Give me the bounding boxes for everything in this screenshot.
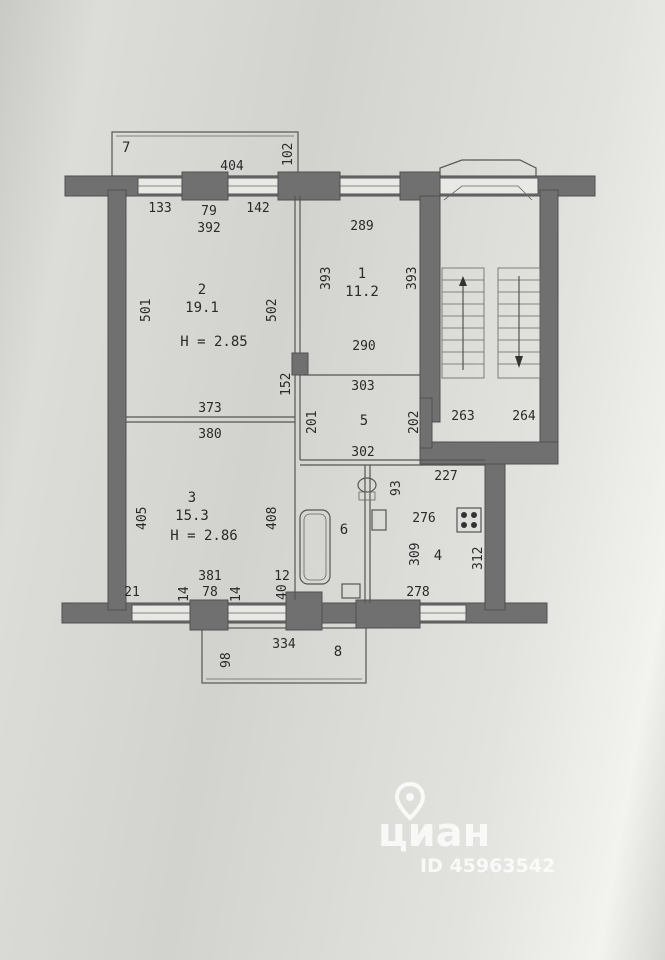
room-1-area: 11.2 [345, 284, 379, 300]
toilet-tank [358, 491, 376, 501]
bathtub [299, 509, 331, 585]
dim-290: 290 [352, 339, 375, 354]
dim-152: 152 [279, 373, 294, 396]
dim-309: 309 [408, 543, 423, 566]
balcony-bottom [201, 627, 367, 684]
room-3-height: H = 2.86 [170, 528, 237, 544]
dim-93: 93 [389, 480, 404, 496]
dim-373: 373 [198, 401, 221, 416]
dim-408: 408 [265, 507, 280, 530]
balcony-top [111, 131, 299, 177]
dim-40: 40 [275, 584, 290, 600]
toilet [357, 477, 377, 493]
dim-380: 380 [198, 427, 221, 442]
sink-bath [341, 583, 361, 599]
stove-burner-2 [471, 512, 477, 518]
stove-burner-3 [461, 522, 467, 528]
sink-kitchen [371, 509, 387, 531]
stairs-up [441, 267, 485, 379]
dim-278: 278 [406, 585, 429, 600]
dim-502: 502 [265, 299, 280, 322]
room-2-area: 19.1 [185, 300, 219, 316]
dim-404: 404 [220, 159, 244, 174]
stove-burner-1 [461, 512, 467, 518]
wall-stair-left [419, 195, 441, 423]
wall-right-kitchen [484, 459, 506, 611]
watermark: циан ID 45963542 [378, 781, 555, 877]
pillar-bottom-2 [285, 591, 323, 631]
pillar-top-1 [181, 171, 229, 201]
stair-bay [439, 159, 537, 176]
dim-381: 381 [198, 569, 221, 584]
dim-12: 12 [274, 569, 290, 584]
bathtub-inner [303, 513, 327, 581]
dim-392: 392 [197, 221, 220, 236]
room-7-number: 7 [122, 140, 130, 156]
pillar-bottom-1 [189, 599, 229, 631]
dim-98: 98 [219, 652, 234, 668]
dim-227: 227 [434, 469, 457, 484]
room-6-number: 6 [340, 522, 348, 538]
dim-78: 78 [202, 585, 218, 600]
wall-right-stair [539, 189, 559, 461]
dim-312: 312 [471, 547, 486, 570]
dim-276: 276 [412, 511, 435, 526]
pillar-bottom-3 [355, 599, 421, 629]
dim-202: 202 [407, 411, 422, 434]
room-3-area: 15.3 [175, 508, 209, 524]
pillar-mid [291, 352, 309, 376]
dim-21: 21 [124, 585, 140, 600]
room-2-number: 2 [198, 282, 206, 298]
room-5-number: 5 [360, 413, 368, 429]
room-8-number: 8 [334, 644, 342, 660]
dim-79: 79 [201, 204, 217, 219]
dim-102: 102 [281, 143, 296, 166]
dim-263: 263 [451, 409, 474, 424]
dim-501: 501 [139, 299, 154, 322]
pin-icon [394, 781, 426, 821]
wall-stair-bottom [419, 441, 559, 465]
dim-14-left: 14 [177, 586, 192, 602]
dim-264: 264 [512, 409, 536, 424]
room-4-number: 4 [434, 548, 442, 564]
room-2-height: H = 2.85 [180, 334, 247, 350]
dim-393-right: 393 [405, 267, 420, 290]
dim-201: 201 [305, 411, 320, 434]
wall-hall-right [419, 397, 433, 449]
dim-302: 302 [351, 445, 374, 460]
dim-334: 334 [272, 637, 296, 652]
dim-303: 303 [351, 379, 374, 394]
stove [456, 507, 482, 533]
stair-bay-inner [443, 185, 533, 201]
pillar-top-2 [277, 171, 341, 201]
dim-405: 405 [135, 507, 150, 530]
dim-393-left: 393 [319, 267, 334, 290]
room-3-number: 3 [188, 490, 196, 506]
wall-left [107, 189, 127, 611]
watermark-id: ID 45963542 [420, 855, 555, 877]
watermark-brand: циан [378, 810, 490, 856]
dim-133: 133 [148, 201, 171, 216]
stove-burner-4 [471, 522, 477, 528]
dim-289: 289 [350, 219, 373, 234]
room-1-number: 1 [358, 266, 366, 282]
pillar-top-3 [399, 171, 441, 201]
stairs-down [497, 267, 541, 379]
dim-142: 142 [246, 201, 269, 216]
dim-14-right: 14 [229, 586, 244, 602]
